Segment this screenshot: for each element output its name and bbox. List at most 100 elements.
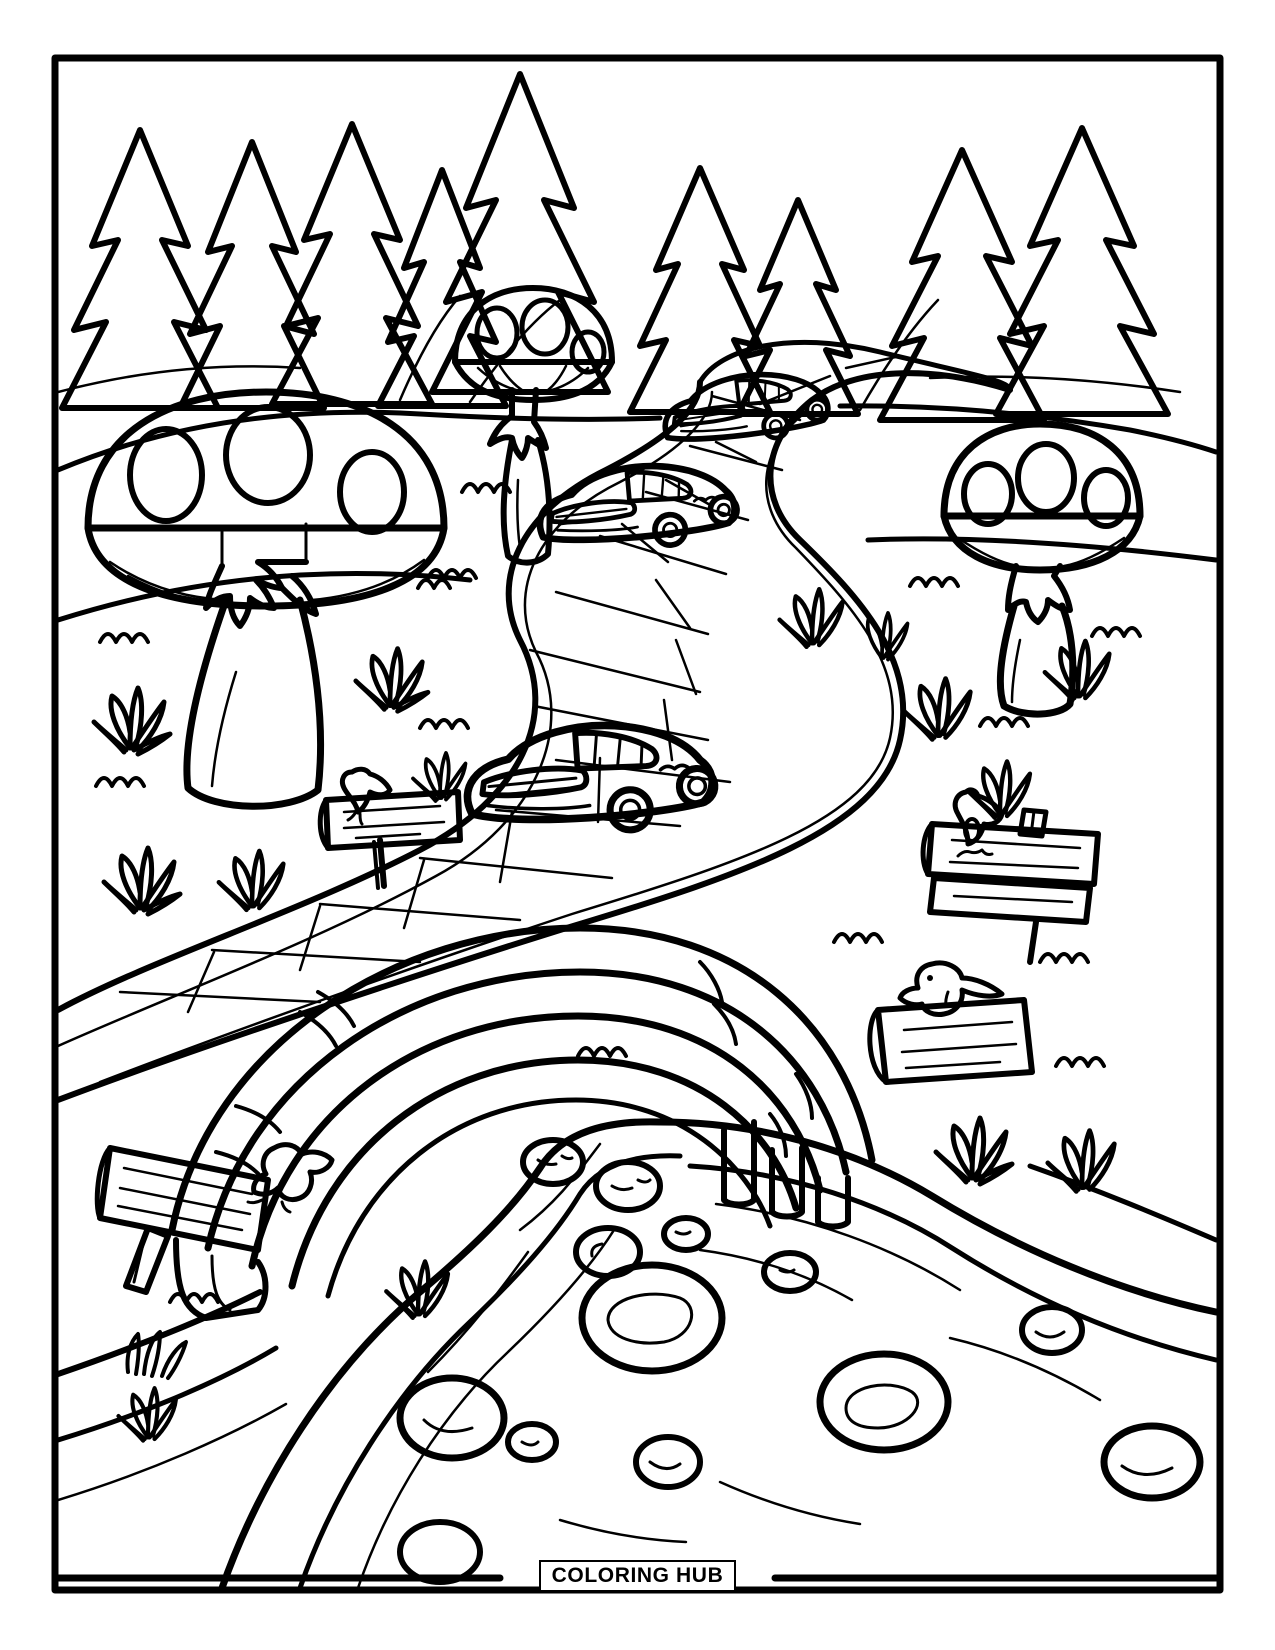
pine-tree (429, 71, 611, 395)
grass-squiggle (978, 716, 1030, 728)
bridge-deck-line (325, 1097, 773, 1299)
mushroom-spot (223, 404, 313, 506)
car-rear-window (572, 729, 660, 772)
grass-tuft-group (91, 586, 1117, 1443)
mushroom-collar (220, 522, 308, 568)
bird-eye (927, 975, 933, 981)
river-bank-right (656, 1118, 1217, 1316)
grass-tuft (777, 586, 845, 650)
grass-squiggle (1090, 626, 1142, 638)
car-wheel (804, 396, 831, 423)
stone (661, 1215, 711, 1253)
stone (396, 1374, 508, 1462)
mushroom-skirt (487, 387, 549, 461)
signpost-post-line (132, 1238, 146, 1284)
pine-tree (993, 125, 1171, 417)
car-bumper (680, 425, 748, 433)
stone (1100, 1422, 1204, 1502)
mushroom-cap (452, 285, 615, 365)
signpost-wood-grain-lower (952, 894, 1074, 904)
car-body (536, 462, 738, 544)
mushroom-spot (961, 461, 1015, 527)
mushroom-cap (940, 420, 1144, 520)
stone (505, 1421, 559, 1463)
grass-tuft (865, 611, 910, 662)
signpost-post (1027, 919, 1039, 965)
foreground-bank (58, 1289, 288, 1502)
mushroom-skirt-right (279, 573, 319, 617)
mushroom-stem-line (210, 670, 238, 788)
stone (633, 1434, 703, 1490)
bridge-post (721, 1119, 757, 1208)
bridge-post (815, 1175, 851, 1230)
grass-squiggle (460, 482, 512, 494)
river-flow-lines (426, 1142, 1102, 1544)
grass-tuft (411, 751, 468, 803)
mushroom-stem-line (516, 478, 522, 550)
mushroom (452, 285, 615, 566)
car-door-handle (658, 763, 691, 772)
car (463, 721, 719, 834)
stone (593, 1159, 663, 1213)
mushroom-stem (183, 596, 325, 810)
mushroom (84, 388, 448, 810)
bird-icon (897, 960, 1005, 1017)
car-hubcap (811, 403, 824, 416)
grass-tuft (91, 685, 173, 757)
log (867, 960, 1035, 1085)
road-edge-left (58, 379, 703, 1013)
bird-feet (956, 848, 994, 858)
log-wood-grain (900, 1020, 1018, 1070)
grass-squiggle (426, 568, 478, 580)
grass-tuft (353, 646, 431, 714)
car-trunk-lines (677, 410, 738, 428)
bridge-rail-joints (214, 960, 814, 1180)
car-trunk-panel (479, 765, 590, 799)
bird-icon (952, 787, 1005, 847)
stone (520, 1137, 586, 1187)
road-far-edge (697, 339, 1013, 393)
bird-icon (251, 1142, 335, 1203)
grass-squiggle (1038, 952, 1090, 964)
river-bank-right-inner (687, 1163, 1217, 1363)
signpost-post (123, 1225, 171, 1295)
grass-squiggle (908, 576, 960, 588)
signpost-plank-lower (927, 875, 1093, 925)
car-trunk-lines (555, 507, 628, 526)
pine-tree (877, 147, 1047, 423)
road-diagonal-lines (186, 440, 758, 1014)
log-body (875, 997, 1035, 1085)
river-bank-right-thin (714, 1202, 962, 1292)
mushroom-spot (1081, 467, 1131, 529)
mushroom-spot (1015, 441, 1077, 515)
signpost (94, 1142, 335, 1295)
grass-tuft (1045, 1128, 1117, 1194)
mushroom-stem (500, 437, 553, 566)
mushroom-stem (996, 602, 1077, 718)
bird-feet (346, 810, 364, 826)
car (662, 371, 831, 442)
grass-squiggle (576, 1046, 628, 1058)
mushroom-cap (84, 388, 448, 532)
stone (816, 1350, 952, 1454)
car-bumper (556, 525, 639, 533)
pine-tree (59, 127, 221, 411)
grass-squiggle (168, 1292, 220, 1304)
stone (1019, 1304, 1085, 1356)
bird-feet (246, 1198, 292, 1214)
stone (578, 1261, 726, 1375)
grass-tuft (901, 676, 973, 742)
stone (397, 1519, 483, 1585)
car-rear-window (624, 469, 694, 504)
car-hubcap (618, 798, 642, 822)
car-window-lines (641, 471, 681, 502)
mushroom-spot (474, 305, 520, 361)
signpost (317, 766, 463, 890)
car-wheel (675, 764, 719, 808)
grass-squiggle (832, 932, 884, 944)
car-window-lines (747, 379, 780, 405)
signpost-plank-end (94, 1145, 113, 1221)
grass-tuft (101, 845, 183, 917)
grass-tuft (966, 759, 1033, 820)
